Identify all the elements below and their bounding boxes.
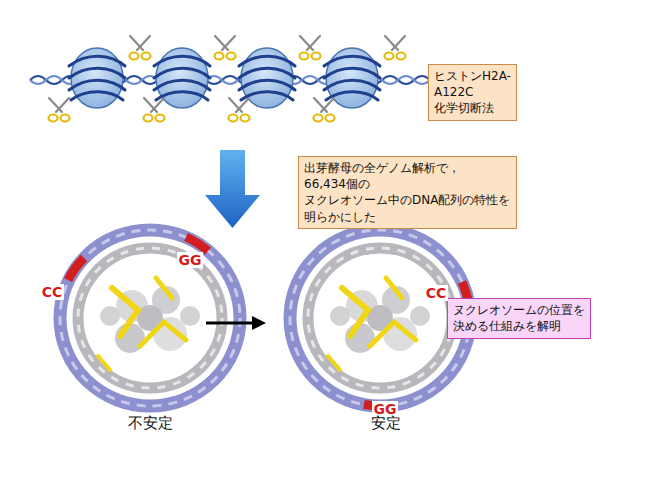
state-label: 安定 <box>369 415 403 432</box>
sequence-label: CC <box>424 285 449 301</box>
method-box: ヒストンH2A-A122C 化学切断法 <box>428 64 517 121</box>
state-label: 不安定 <box>126 415 175 432</box>
box-text: ヒストンH2A-A122C 化学切断法 <box>434 68 511 117</box>
box-text: 出芽酵母の全ゲノム解析で，66,434個の ヌクレオソーム中のDNA配列の特性を… <box>304 160 510 225</box>
sequence-label: CC <box>40 284 65 300</box>
result-box: 出芽酵母の全ゲノム解析で，66,434個の ヌクレオソーム中のDNA配列の特性を… <box>298 156 517 229</box>
sequence-label: GG <box>177 252 204 268</box>
box-text: ヌクレオソームの位置を 決める仕組みを解明 <box>453 302 585 334</box>
conclusion-box: ヌクレオソームの位置を 決める仕組みを解明 <box>447 298 591 339</box>
